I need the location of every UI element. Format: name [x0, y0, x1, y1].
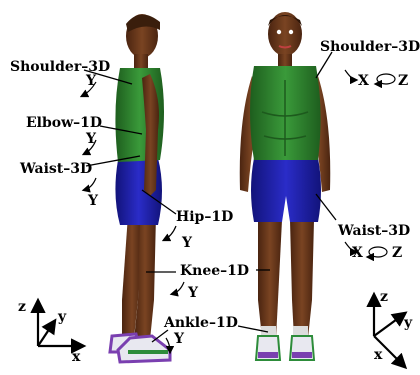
shoulder-right-x-arrow	[345, 70, 356, 80]
left-axis-z-label: z	[18, 300, 26, 314]
label-waist-right: Waist–3D	[338, 224, 410, 238]
right-axis-z-label: z	[380, 290, 388, 304]
label-ankle-axis: Y	[174, 332, 184, 346]
waist-right-z-circle	[369, 247, 387, 257]
shoulder-right-z-circle	[377, 74, 395, 84]
front-right-eye	[289, 30, 293, 34]
left-axis-y-label: y	[58, 310, 66, 324]
front-left-eye	[277, 30, 281, 34]
label-shoulder-left: Shoulder–3D	[10, 60, 110, 74]
left-leader-lines	[84, 70, 270, 342]
label-shoulder-right-x: X	[358, 74, 369, 88]
label-knee-axis: Y	[188, 286, 198, 300]
label-hip: Hip–1D	[176, 210, 233, 224]
front-right-shoe-sole	[292, 352, 312, 358]
label-ankle: Ankle–1D	[164, 316, 238, 330]
side-neck	[134, 54, 148, 68]
leader-shoulder-right	[316, 52, 332, 78]
label-waist-right-x: X	[352, 246, 363, 260]
label-shoulder-left-axis: Y	[86, 74, 96, 88]
front-left-leg	[258, 220, 282, 338]
knee-rot-arrow	[172, 282, 184, 294]
label-shoulder-right: Shoulder–3D	[320, 40, 420, 54]
label-elbow: Elbow–1D	[26, 116, 102, 130]
front-right-leg	[290, 220, 314, 338]
front-left-shoe-sole	[258, 352, 278, 358]
label-waist-left-axis: Y	[88, 194, 98, 208]
front-shorts	[251, 158, 321, 222]
left-x-axis-line	[38, 322, 54, 346]
front-neck	[278, 54, 292, 68]
label-waist-left: Waist–3D	[20, 162, 92, 176]
left-axis-x-label: x	[72, 350, 80, 364]
label-hip-axis: Y	[182, 236, 192, 250]
label-waist-right-z: Z	[392, 246, 402, 260]
label-shoulder-right-z: Z	[398, 74, 408, 88]
front-view-figure	[240, 12, 331, 360]
side-view-figure	[110, 14, 170, 362]
front-right-sock	[293, 326, 308, 336]
right-axis-y-label: y	[404, 316, 412, 330]
waist-left-rot-arrow	[84, 178, 96, 190]
right-axis-x-label: x	[374, 348, 382, 362]
hip-rot-arrow	[164, 226, 176, 240]
label-elbow-axis: Y	[86, 132, 96, 146]
label-knee: Knee–1D	[180, 264, 249, 278]
right-y-axis-line	[374, 314, 404, 336]
